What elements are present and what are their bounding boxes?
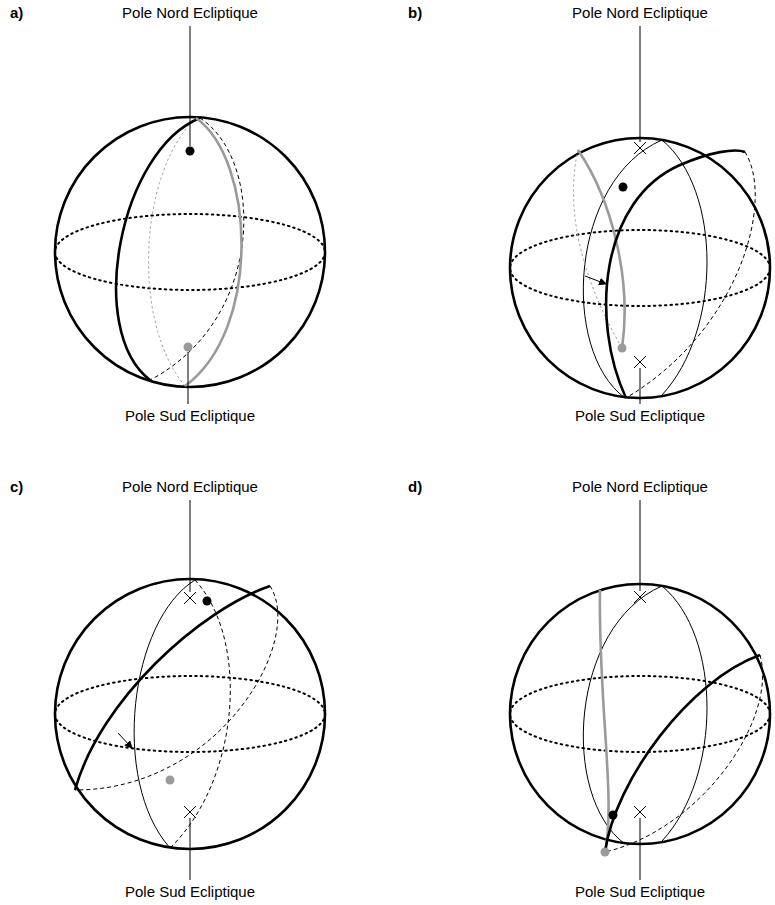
pole-label: Pole Nord Ecliptique	[122, 4, 258, 22]
pole-label: Pole Sud Ecliptique	[575, 407, 705, 425]
grey-dot	[618, 344, 627, 353]
panel-letter: b)	[408, 4, 422, 22]
north-dot	[186, 147, 195, 156]
grey-dot	[166, 776, 175, 785]
leader-line	[190, 26, 191, 146]
pole-label: Pole Nord Ecliptique	[572, 4, 708, 22]
back-meridian	[573, 150, 622, 348]
black-dot	[619, 183, 628, 192]
pole-label: Pole Sud Ecliptique	[125, 883, 255, 901]
thin-meridian	[662, 586, 707, 841]
pole-label: Pole Nord Ecliptique	[122, 478, 258, 496]
sphere-outline	[510, 138, 770, 398]
black-great-circle	[606, 151, 745, 398]
sphere-a	[55, 26, 325, 404]
pole-cross	[184, 592, 196, 604]
grey-great-circle	[600, 590, 609, 852]
thin-meridian	[134, 580, 195, 848]
leader-line	[640, 368, 641, 404]
south-dot	[184, 343, 193, 352]
panel-letter: d)	[408, 478, 422, 496]
grey-dot	[601, 848, 610, 857]
thin-meridian	[583, 586, 662, 844]
sphere-outline	[510, 584, 770, 844]
panel-letter: a)	[10, 4, 23, 22]
panel-letter: c)	[10, 478, 23, 496]
sphere-b	[510, 26, 770, 404]
ecliptic-equator	[510, 230, 770, 306]
back-meridian	[170, 580, 230, 848]
grey-great-circle	[578, 150, 625, 348]
leader-line	[640, 26, 641, 142]
thin-meridian	[662, 140, 707, 395]
pole-cross	[634, 356, 646, 368]
rotation-arrow	[585, 276, 606, 284]
pole-cross	[184, 806, 196, 818]
pole-label: Pole Nord Ecliptique	[572, 478, 708, 496]
ecliptic-equator	[510, 676, 770, 752]
sphere-outline	[55, 579, 325, 849]
black-great-circle	[116, 118, 200, 380]
pole-cross	[634, 591, 646, 603]
leader-line	[640, 818, 641, 880]
leader-line	[188, 352, 189, 404]
back-meridian	[150, 118, 244, 380]
black-dot	[609, 811, 618, 820]
pole-cross	[634, 142, 646, 154]
leader-line	[190, 818, 191, 880]
rotation-arrow	[118, 733, 132, 748]
back-circle	[605, 655, 763, 852]
pole-cross	[634, 806, 646, 818]
black-dot	[203, 597, 212, 606]
back-meridian	[149, 118, 196, 386]
leader-line	[640, 500, 641, 591]
leader-line	[190, 500, 191, 592]
ecliptic-equator	[55, 214, 325, 290]
black-great-circle	[75, 586, 270, 790]
sphere-d	[510, 500, 770, 880]
sphere-c	[55, 500, 325, 880]
grey-great-circle	[185, 118, 242, 386]
pole-label: Pole Sud Ecliptique	[575, 883, 705, 901]
sphere-outline	[55, 117, 325, 387]
black-great-circle	[605, 655, 760, 852]
pole-label: Pole Sud Ecliptique	[125, 407, 255, 425]
back-circle	[75, 586, 278, 790]
